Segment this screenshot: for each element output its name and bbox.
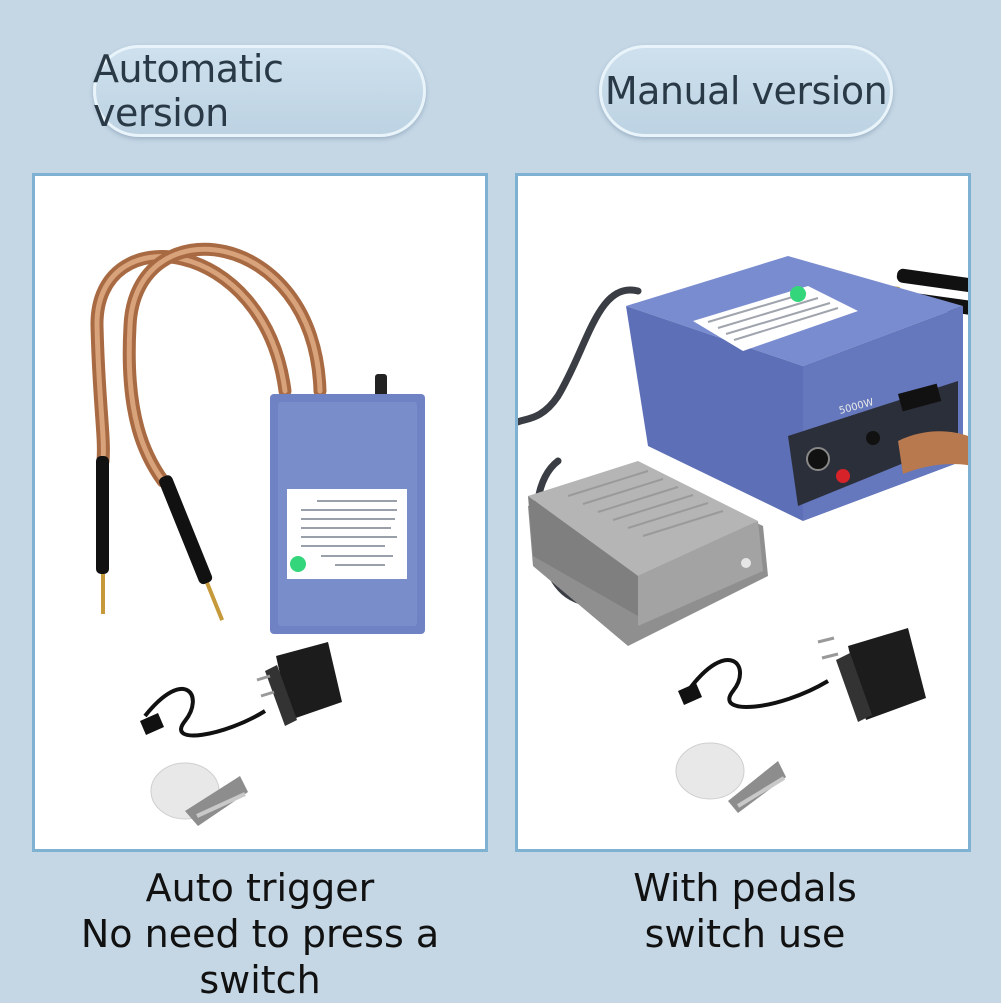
automatic-product-illustration: [90, 242, 425, 826]
manual-version-panel: 5000W: [515, 173, 971, 852]
automatic-version-title-text: Automatic version: [93, 47, 284, 135]
manual-welder-device: 5000W: [626, 256, 968, 521]
automatic-welder-device: [270, 374, 425, 634]
manual-version-caption: With pedals switch use: [505, 865, 985, 957]
red-button-icon: [836, 469, 850, 483]
automatic-version-caption: Auto trigger No need to press a switch: [20, 865, 500, 1003]
adjustment-knob-icon: [806, 447, 830, 471]
nickel-strip-and-clip: [675, 742, 786, 813]
manual-caption-line-1: With pedals: [633, 866, 857, 910]
automatic-caption-line-1: Auto trigger: [145, 866, 375, 910]
automatic-version-title: Automatic version: [93, 45, 426, 137]
manual-caption-line-2: switch use: [644, 912, 846, 956]
foot-pedal: [528, 461, 768, 646]
green-indicator-dot: [790, 286, 806, 302]
power-adapter: [678, 628, 926, 722]
automatic-caption-line-2: No need to press a switch: [80, 912, 440, 1002]
copper-welding-leads: [90, 242, 327, 488]
green-indicator-dot: [290, 556, 306, 572]
nickel-strip-and-clip: [150, 762, 248, 826]
welding-pen-handles: [96, 456, 224, 621]
manual-product-illustration: 5000W: [518, 256, 968, 813]
automatic-version-panel: [32, 173, 488, 852]
manual-version-title: Manual version: [599, 45, 893, 137]
manual-version-title-text: Manual version: [604, 69, 888, 113]
power-adapter: [140, 642, 342, 738]
